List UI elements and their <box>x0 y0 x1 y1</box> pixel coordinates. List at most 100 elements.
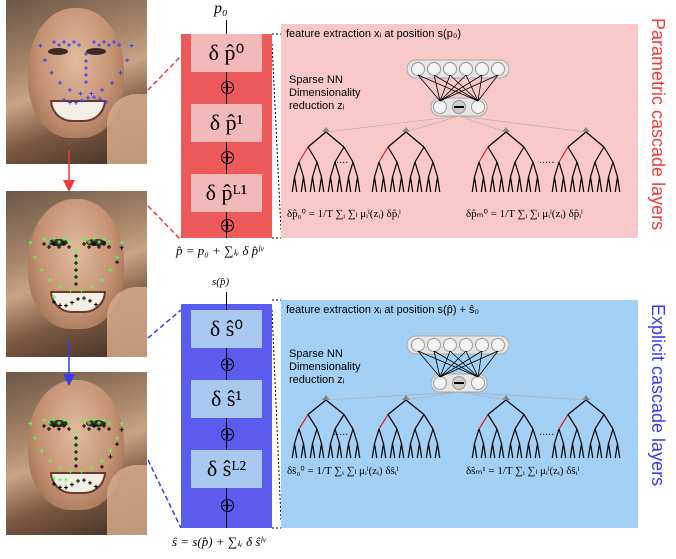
feature-caption: feature extraction xᵢ at position s(p̂) … <box>286 304 480 316</box>
feature-link <box>325 115 460 133</box>
connection <box>439 74 499 102</box>
input-neuron <box>491 338 505 352</box>
parametric-step-1: δ p̂¹ <box>191 104 262 142</box>
tree-root-marker <box>582 395 590 400</box>
explicit-step-1: δ ŝ¹ <box>191 380 262 418</box>
sparse-nn-label: Sparse NN Dimensionality reduction zᵢ <box>289 74 361 113</box>
decision-tree <box>291 395 361 459</box>
tree-root-marker <box>402 127 410 132</box>
face-image-initial <box>6 0 147 164</box>
formula-right: δp̂ₘ⁰ = 1/T ∑ᵢ ∑ₗ μᵢˡ(zᵢ) δp̂ᵢˡ <box>466 208 583 220</box>
feature-link <box>405 391 460 401</box>
sum-node <box>221 81 234 94</box>
explicit-result: ŝ = s(p̂) + ∑ₗᵥ δ ŝˡᵛ <box>172 534 266 549</box>
sparse-line-2: Dimensionality <box>289 361 361 373</box>
parametric-result: p̂ = p₀ + ∑ₗᵥ δ p̂ˡᵛ <box>176 243 264 258</box>
step-label: δ ŝ¹ <box>210 386 243 411</box>
face-image-parametric <box>6 191 147 357</box>
connection <box>417 350 479 378</box>
reduced-neuron <box>471 376 485 390</box>
explicit-step-0: δ ŝ⁰ <box>191 310 262 348</box>
input-neuron <box>459 62 473 76</box>
feature-link <box>405 115 460 133</box>
red-dash-top <box>147 55 182 91</box>
step-label: δ ŝ⁰ <box>209 316 244 341</box>
sparse-line-2: Dimensionality <box>289 87 361 99</box>
sparse-line-3: reduction zᵢ <box>289 100 345 112</box>
ellipsis-right: ..... <box>539 426 555 438</box>
landmarks-green-2 <box>28 237 124 299</box>
sum-node <box>221 358 234 371</box>
decision-tree <box>371 127 441 193</box>
tree-root-marker <box>502 127 510 132</box>
connection <box>433 74 479 102</box>
decision-tree <box>371 395 441 459</box>
dot-red-mid <box>271 43 282 231</box>
network-diagram <box>291 335 621 459</box>
parametric-side-label: Parametric cascade layers <box>648 18 668 231</box>
connection <box>465 350 479 378</box>
between-label: s(p̂) <box>212 276 230 288</box>
formula-left: δŝ₀⁰ = 1/T ∑ᵢ ∑ₗ μᵢˡ(zᵢ) δŝᵢˡ <box>287 465 399 477</box>
sparse-line-1: Sparse NN <box>289 74 343 86</box>
reduced-neuron <box>433 100 447 114</box>
ellipsis-left: ..... <box>333 154 349 166</box>
sum-node <box>221 428 234 441</box>
ellipsis-left: ..... <box>333 426 349 438</box>
connection <box>439 74 483 102</box>
blue-dash-bottom <box>147 459 182 529</box>
connection <box>433 350 479 378</box>
sparse-nn-label: Sparse NN Dimensionality reduction zᵢ <box>289 348 361 387</box>
network-diagram <box>291 59 621 193</box>
formula-left: δp̂₀⁰ = 1/T ∑ᵢ ∑ₗ μᵢˡ(zᵢ) δp̂ᵢˡ <box>287 208 401 220</box>
input-neuron <box>443 338 457 352</box>
sparse-line-1: Sparse NN <box>289 348 343 360</box>
connection <box>417 74 479 102</box>
connection <box>417 350 441 378</box>
step-label: δ p̂¹ <box>209 110 244 135</box>
blue-dash-top <box>147 309 182 339</box>
explicit-column: δ ŝ⁰ δ ŝ¹ δ ŝᴸ² <box>181 304 272 528</box>
connection <box>417 74 441 102</box>
input-neuron <box>491 62 505 76</box>
parametric-column: δ p̂⁰ δ p̂¹ δ p̂ᴸ¹ <box>181 34 272 238</box>
connection <box>439 74 451 102</box>
input-neuron <box>443 62 457 76</box>
connection <box>477 74 499 102</box>
tree-root-marker <box>322 127 330 132</box>
connection <box>477 350 483 378</box>
between-line <box>226 292 227 304</box>
parametric-panel: feature extraction xᵢ at position s(p₀) … <box>281 24 638 238</box>
left-eye <box>48 48 68 55</box>
feature-link <box>458 391 507 401</box>
parametric-step-0: δ p̂⁰ <box>191 34 262 72</box>
input-neuron <box>459 338 473 352</box>
input-neuron <box>475 62 489 76</box>
input-neuron <box>427 338 441 352</box>
landmarks-blue-1 <box>38 40 134 105</box>
ellipsis-right: ..... <box>539 154 555 166</box>
sum-node <box>221 219 234 232</box>
step-label: δ p̂⁰ <box>208 40 245 65</box>
connection <box>433 74 441 102</box>
decision-tree <box>291 127 361 193</box>
red-dash-bottom <box>147 205 182 241</box>
connection <box>439 350 499 378</box>
feature-link <box>325 391 460 401</box>
decision-tree <box>551 127 621 193</box>
connection <box>439 350 451 378</box>
right-eye <box>86 239 106 246</box>
connection <box>433 350 441 378</box>
tree-root-marker <box>582 127 590 132</box>
initial-shape-label: p₀ <box>214 0 228 17</box>
dot-blue-mid <box>271 309 282 521</box>
landmarks-green-3 <box>28 418 124 482</box>
formula-right: δŝₘ¹ = 1/T ∑ᵢ ∑ₗ μᵢˡ(zᵢ) δŝᵢˡ <box>466 465 580 477</box>
decision-tree <box>471 127 541 193</box>
landmarks-black-2 <box>42 242 124 308</box>
explicit-panel: feature extraction xᵢ at position s(p̂) … <box>281 300 638 528</box>
feature-link <box>458 391 587 401</box>
feature-link <box>458 115 587 133</box>
input-neuron <box>475 338 489 352</box>
